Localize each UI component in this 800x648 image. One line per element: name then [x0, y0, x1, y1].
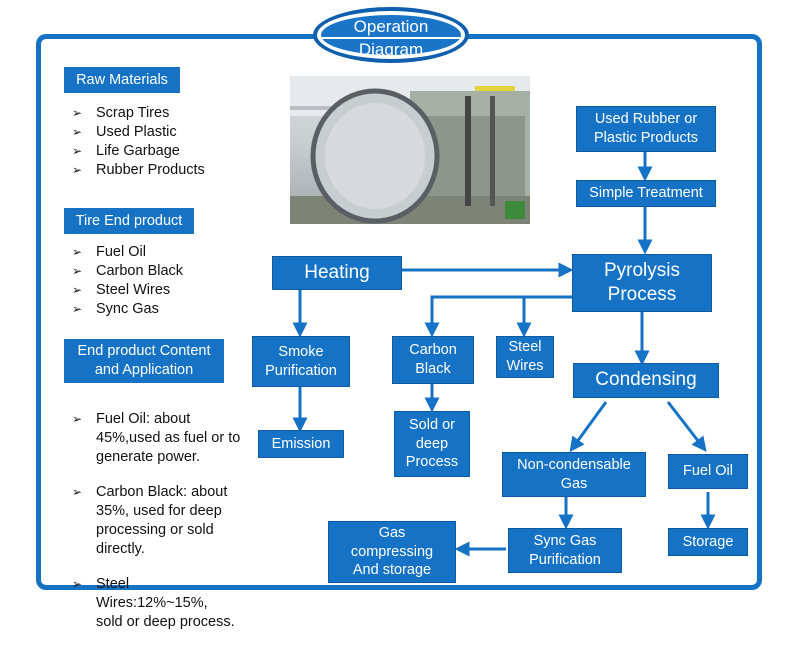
sold-deep-process-box: Sold or deep Process — [394, 411, 470, 477]
list-item: ➢Used Plastic — [72, 124, 177, 140]
storage-box: Storage — [668, 528, 748, 556]
emission-box: Emission — [258, 430, 344, 458]
condensing-box: Condensing — [573, 363, 719, 398]
steel-wires-box: Steel Wires — [496, 336, 554, 378]
title-line-1: Operation — [353, 17, 429, 36]
used-rubber-box: Used Rubber or Plastic Products — [576, 106, 716, 152]
sync-gas-purification-box: Sync Gas Purification — [508, 528, 622, 573]
non-condensable-gas-box: Non-condensable Gas — [502, 452, 646, 497]
list-item: ➢Scrap Tires — [72, 105, 170, 121]
pyrolysis-box: Pyrolysis Process — [572, 254, 712, 312]
tire-end-product-header: Tire End product — [64, 208, 194, 234]
tire-end-product-list: ➢Fuel Oil ➢Carbon Black ➢Steel Wires ➢Sy… — [70, 243, 183, 319]
simple-treatment-box: Simple Treatment — [576, 180, 716, 207]
smoke-purification-box: Smoke Purification — [252, 336, 350, 387]
list-item: ➢Carbon Black — [72, 263, 184, 279]
title-line-2: Diagram — [358, 40, 424, 55]
list-item: ➢Life Garbage — [72, 143, 180, 159]
list-item: ➢Steel Wires:12%~15%, sold or deep proce… — [72, 576, 235, 630]
list-item: ➢Rubber Products — [72, 162, 205, 178]
title-oval: Operation Diagram — [313, 7, 469, 63]
reactor-photo — [290, 76, 530, 224]
heating-box: Heating — [272, 256, 402, 290]
list-item: ➢Fuel Oil: about 45%,used as fuel or to … — [72, 411, 241, 465]
raw-materials-list: ➢Scrap Tires ➢Used Plastic ➢Life Garbage… — [70, 104, 205, 180]
carbon-black-box: Carbon Black — [392, 336, 474, 384]
end-product-content-list: ➢Fuel Oil: about 45%,used as fuel or to … — [70, 394, 240, 648]
list-item: ➢Fuel Oil — [72, 244, 146, 260]
raw-materials-header: Raw Materials — [64, 67, 180, 93]
fuel-oil-box: Fuel Oil — [668, 454, 748, 489]
end-product-content-header: End product Content and Application — [64, 339, 224, 383]
list-item: ➢Carbon Black: about 35%, used for deep … — [72, 484, 228, 557]
list-item: ➢Sync Gas — [72, 301, 159, 317]
list-item: ➢Steel Wires — [72, 282, 171, 298]
gas-compressing-box: Gas compressing And storage — [328, 521, 456, 583]
